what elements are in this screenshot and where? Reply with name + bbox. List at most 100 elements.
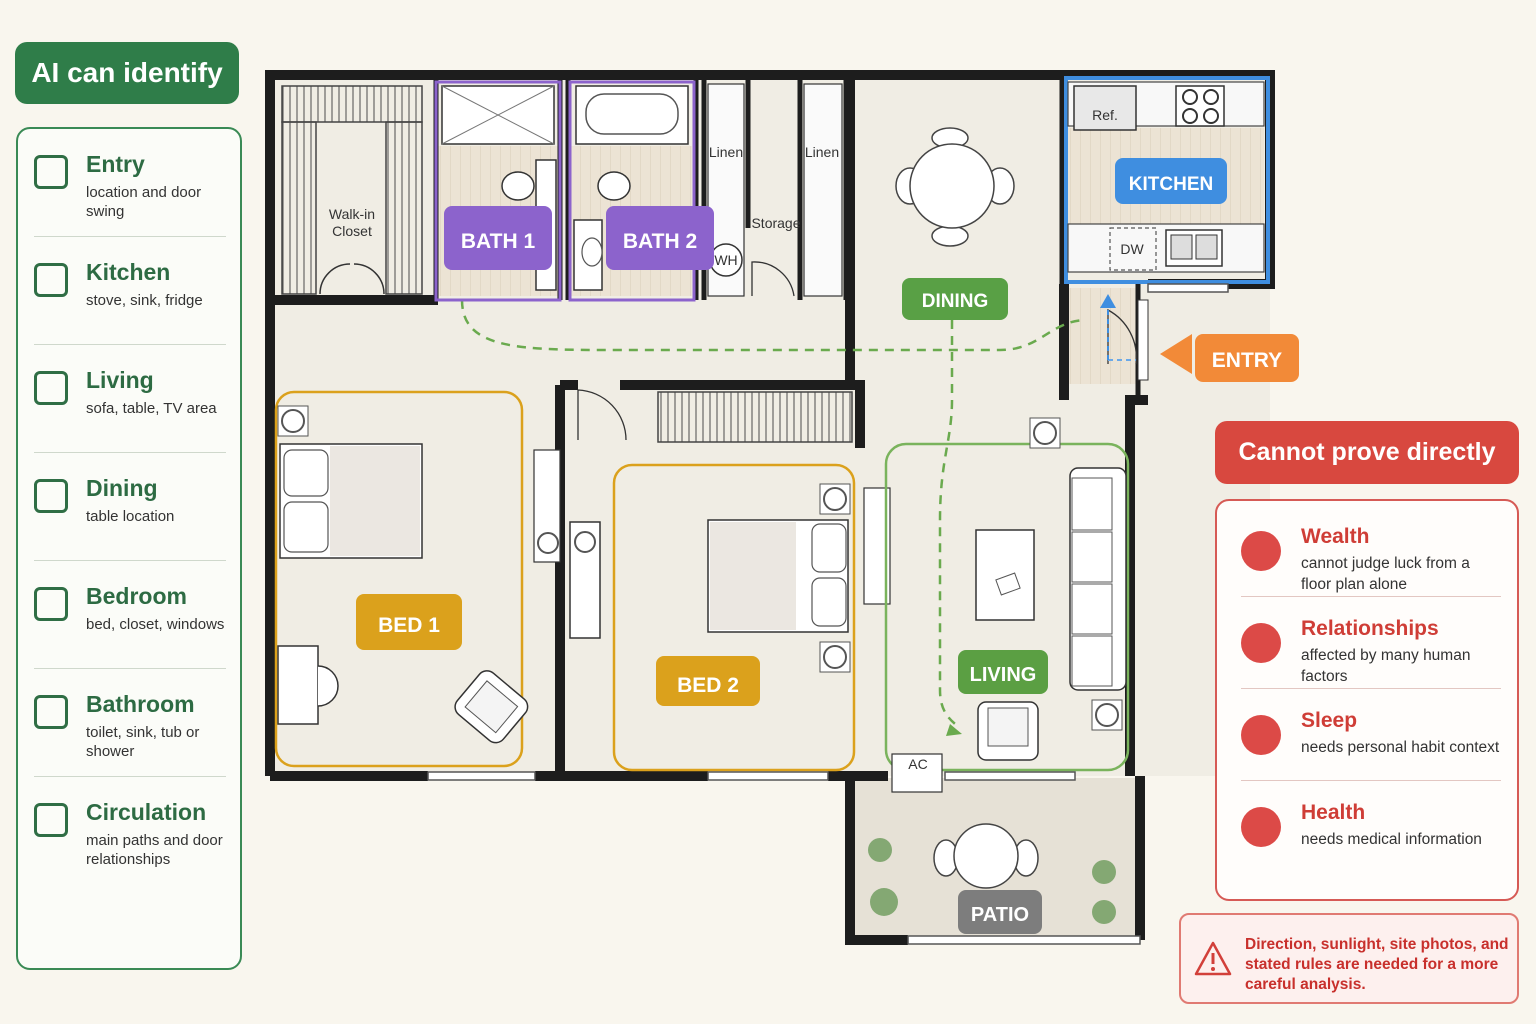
stove xyxy=(1175,85,1225,127)
item-desc: location and door swing xyxy=(86,184,202,220)
armchair-living xyxy=(977,701,1039,761)
storage-door xyxy=(751,261,795,297)
checkbox[interactable] xyxy=(34,695,68,729)
item-name: Relationships xyxy=(1301,617,1439,640)
item-name: Sleep xyxy=(1301,709,1358,732)
item-desc: sofa, table, TV area xyxy=(86,400,217,417)
kitchen-sink xyxy=(1165,229,1223,267)
item-name: Bedroom xyxy=(86,583,187,609)
right-panel-title: Cannot prove directly xyxy=(1215,421,1519,484)
entry-threshold xyxy=(1137,299,1149,381)
identify-item-kitchen[interactable]: Kitchen stove, sink, fridge xyxy=(18,237,244,345)
cannot-prove-panel: Wealth cannot judge luck from a floor pl… xyxy=(1215,499,1519,901)
kitchen-badge xyxy=(1115,158,1227,204)
bath1-outline xyxy=(434,80,562,302)
patio-table xyxy=(933,823,1039,889)
bed2-label: BED 2 xyxy=(677,674,739,697)
closet-label-1: Walk-in xyxy=(329,206,375,222)
red-dot-icon xyxy=(1241,807,1281,847)
bed1-label: BED 1 xyxy=(378,614,440,637)
kitchen-label: KITCHEN xyxy=(1129,174,1213,195)
coffee-table xyxy=(975,529,1035,621)
ref-label: Ref. xyxy=(1092,107,1118,123)
circulation-path-living xyxy=(938,320,961,729)
item-name: Dining xyxy=(86,475,158,501)
cannot-item-sleep: Sleep needs personal habit context xyxy=(1217,689,1521,781)
windows xyxy=(427,283,1229,945)
item-name: Wealth xyxy=(1301,525,1370,548)
linen-closet-2 xyxy=(803,83,843,297)
wh-label: WH xyxy=(714,252,737,268)
bath1-badge xyxy=(444,206,552,270)
linen-label-1: Linen xyxy=(709,144,743,160)
checkbox[interactable] xyxy=(34,155,68,189)
item-name: Entry xyxy=(86,151,145,177)
storage-label: Storage xyxy=(751,215,800,231)
closet-label-2: Closet xyxy=(332,223,372,239)
fan-icon xyxy=(537,532,559,554)
warning-icon xyxy=(1194,941,1232,976)
identify-item-dining[interactable]: Dining table location xyxy=(18,453,244,561)
item-desc: toilet, sink, tub or shower xyxy=(86,724,200,760)
dining-table xyxy=(895,127,1015,247)
ac-label: AC xyxy=(908,756,927,772)
checkbox[interactable] xyxy=(34,587,68,621)
warning-text: Direction, sunlight, site photos, and st… xyxy=(1245,936,1509,993)
divider xyxy=(34,452,226,453)
cannot-item-wealth: Wealth cannot judge luck from a floor pl… xyxy=(1217,505,1521,597)
red-dot-icon xyxy=(1241,531,1281,571)
ac-unit xyxy=(891,753,943,793)
divider xyxy=(1241,688,1501,689)
closet-doors xyxy=(319,263,385,295)
living-badge xyxy=(958,650,1048,694)
checkbox[interactable] xyxy=(34,803,68,837)
item-desc: main paths and door relationships xyxy=(86,832,223,868)
red-dot-icon xyxy=(1241,715,1281,755)
checkbox[interactable] xyxy=(34,371,68,405)
closet-rod-right xyxy=(385,121,423,295)
identify-panel: Entry location and door swing Kitchen st… xyxy=(16,127,242,970)
identify-item-entry[interactable]: Entry location and door swing xyxy=(18,129,244,237)
divider xyxy=(1241,780,1501,781)
bath2-label: BATH 2 xyxy=(623,230,697,253)
closet-rod-left xyxy=(281,121,317,295)
identify-item-living[interactable]: Living sofa, table, TV area xyxy=(18,345,244,453)
bed1-badge xyxy=(356,594,462,650)
item-desc: needs personal habit context xyxy=(1301,739,1500,756)
bed-1 xyxy=(279,443,423,559)
identify-item-bathroom[interactable]: Bathroom toilet, sink, tub or shower xyxy=(18,669,244,777)
item-desc: cannot judge luck from a floor plan alon… xyxy=(1301,555,1470,593)
item-name: Circulation xyxy=(86,799,207,825)
patio-label: PATIO xyxy=(971,904,1029,926)
closet-rod-top xyxy=(281,85,423,123)
warning-box: Direction, sunlight, site photos, and st… xyxy=(1179,913,1519,1004)
item-name: Bathroom xyxy=(86,691,195,717)
fan-icon xyxy=(819,483,851,673)
divider xyxy=(1241,596,1501,597)
desk-2 xyxy=(569,521,601,639)
bed2-closet xyxy=(657,391,853,443)
fan-icon xyxy=(1029,417,1123,731)
fridge xyxy=(1073,85,1137,131)
bath2-outline xyxy=(568,80,696,302)
item-desc: bed, closet, windows xyxy=(86,616,225,633)
living-label: LIVING xyxy=(970,664,1037,686)
divider xyxy=(34,668,226,669)
checkbox[interactable] xyxy=(34,479,68,513)
identify-item-circulation[interactable]: Circulation main paths and door relation… xyxy=(18,777,244,885)
cannot-item-relationships: Relationships affected by many human fac… xyxy=(1217,597,1521,689)
checkbox[interactable] xyxy=(34,263,68,297)
dishwasher xyxy=(1109,227,1157,271)
living-outline xyxy=(884,442,1130,772)
identify-item-bedroom[interactable]: Bedroom bed, closet, windows xyxy=(18,561,244,669)
item-desc: table location xyxy=(86,508,175,525)
red-dot-icon xyxy=(1241,623,1281,663)
toilet-1 xyxy=(501,171,535,201)
bath2-badge xyxy=(606,206,714,270)
bathtub-basin xyxy=(585,93,679,135)
toilet-2 xyxy=(597,171,631,201)
item-desc: affected by many human factors xyxy=(1301,647,1471,685)
circulation-path-main xyxy=(460,299,1085,352)
circulation-arrow xyxy=(946,724,962,736)
